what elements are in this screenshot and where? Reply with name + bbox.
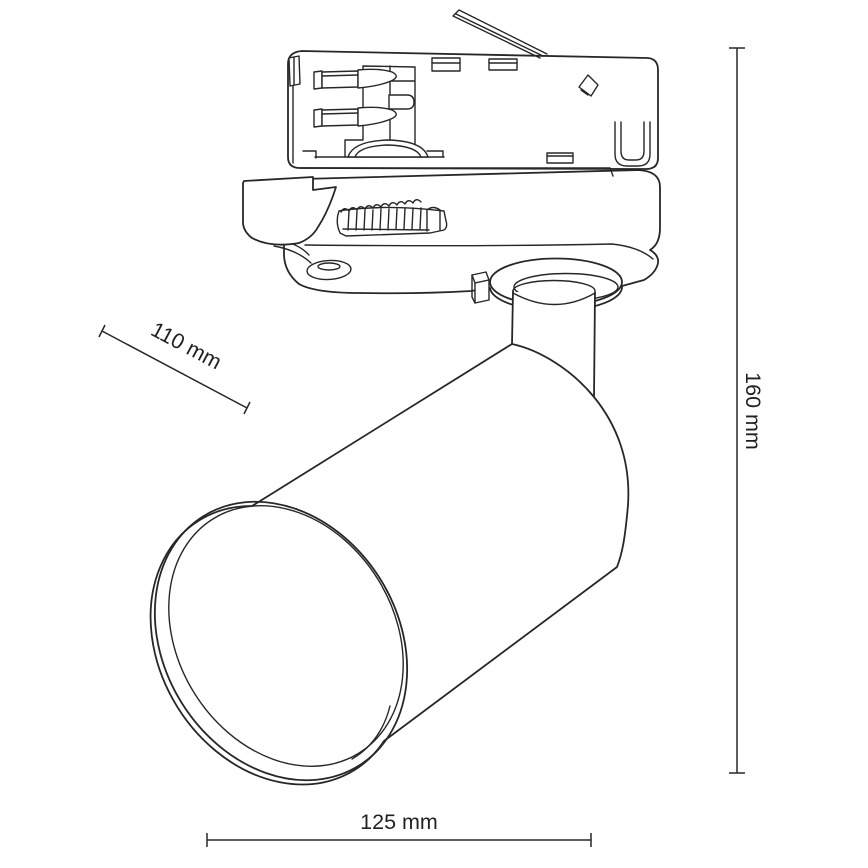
knurled-adjustment-wheel bbox=[336, 199, 448, 237]
top-slot-left bbox=[431, 57, 461, 72]
front-rim-outer bbox=[153, 500, 409, 782]
dimension-diagonal-line bbox=[101, 330, 248, 409]
rim-inner-wall bbox=[351, 705, 391, 760]
contact-tab-middle bbox=[388, 94, 415, 110]
locking-rod bbox=[452, 9, 548, 59]
top-slot-right bbox=[488, 58, 518, 71]
dimension-vertical-label: 160 mm bbox=[741, 372, 765, 450]
retainer-clip bbox=[471, 271, 490, 304]
dimension-diagonal: 110 mm bbox=[98, 317, 251, 415]
dimension-horizontal-label: 125 mm bbox=[360, 810, 438, 834]
mounting-hole bbox=[306, 259, 352, 281]
contact-prong-lower bbox=[357, 106, 397, 127]
contact-prong-upper bbox=[357, 68, 397, 89]
bottom-tab bbox=[546, 152, 574, 164]
contact-assembly bbox=[302, 65, 445, 159]
release-lever bbox=[242, 176, 337, 246]
dimension-horizontal: 125 mm bbox=[206, 810, 592, 847]
spotlight-housing bbox=[149, 343, 630, 786]
dimension-vertical: 160 mm bbox=[729, 47, 765, 774]
dimension-diagonal-label: 110 mm bbox=[147, 317, 225, 374]
diamond-detent bbox=[578, 74, 599, 97]
u-cutout bbox=[614, 121, 651, 167]
adapter-track-head bbox=[287, 50, 659, 177]
mounting-stem bbox=[511, 279, 596, 398]
contact-dome bbox=[347, 139, 429, 158]
front-rim-inner bbox=[168, 505, 404, 767]
